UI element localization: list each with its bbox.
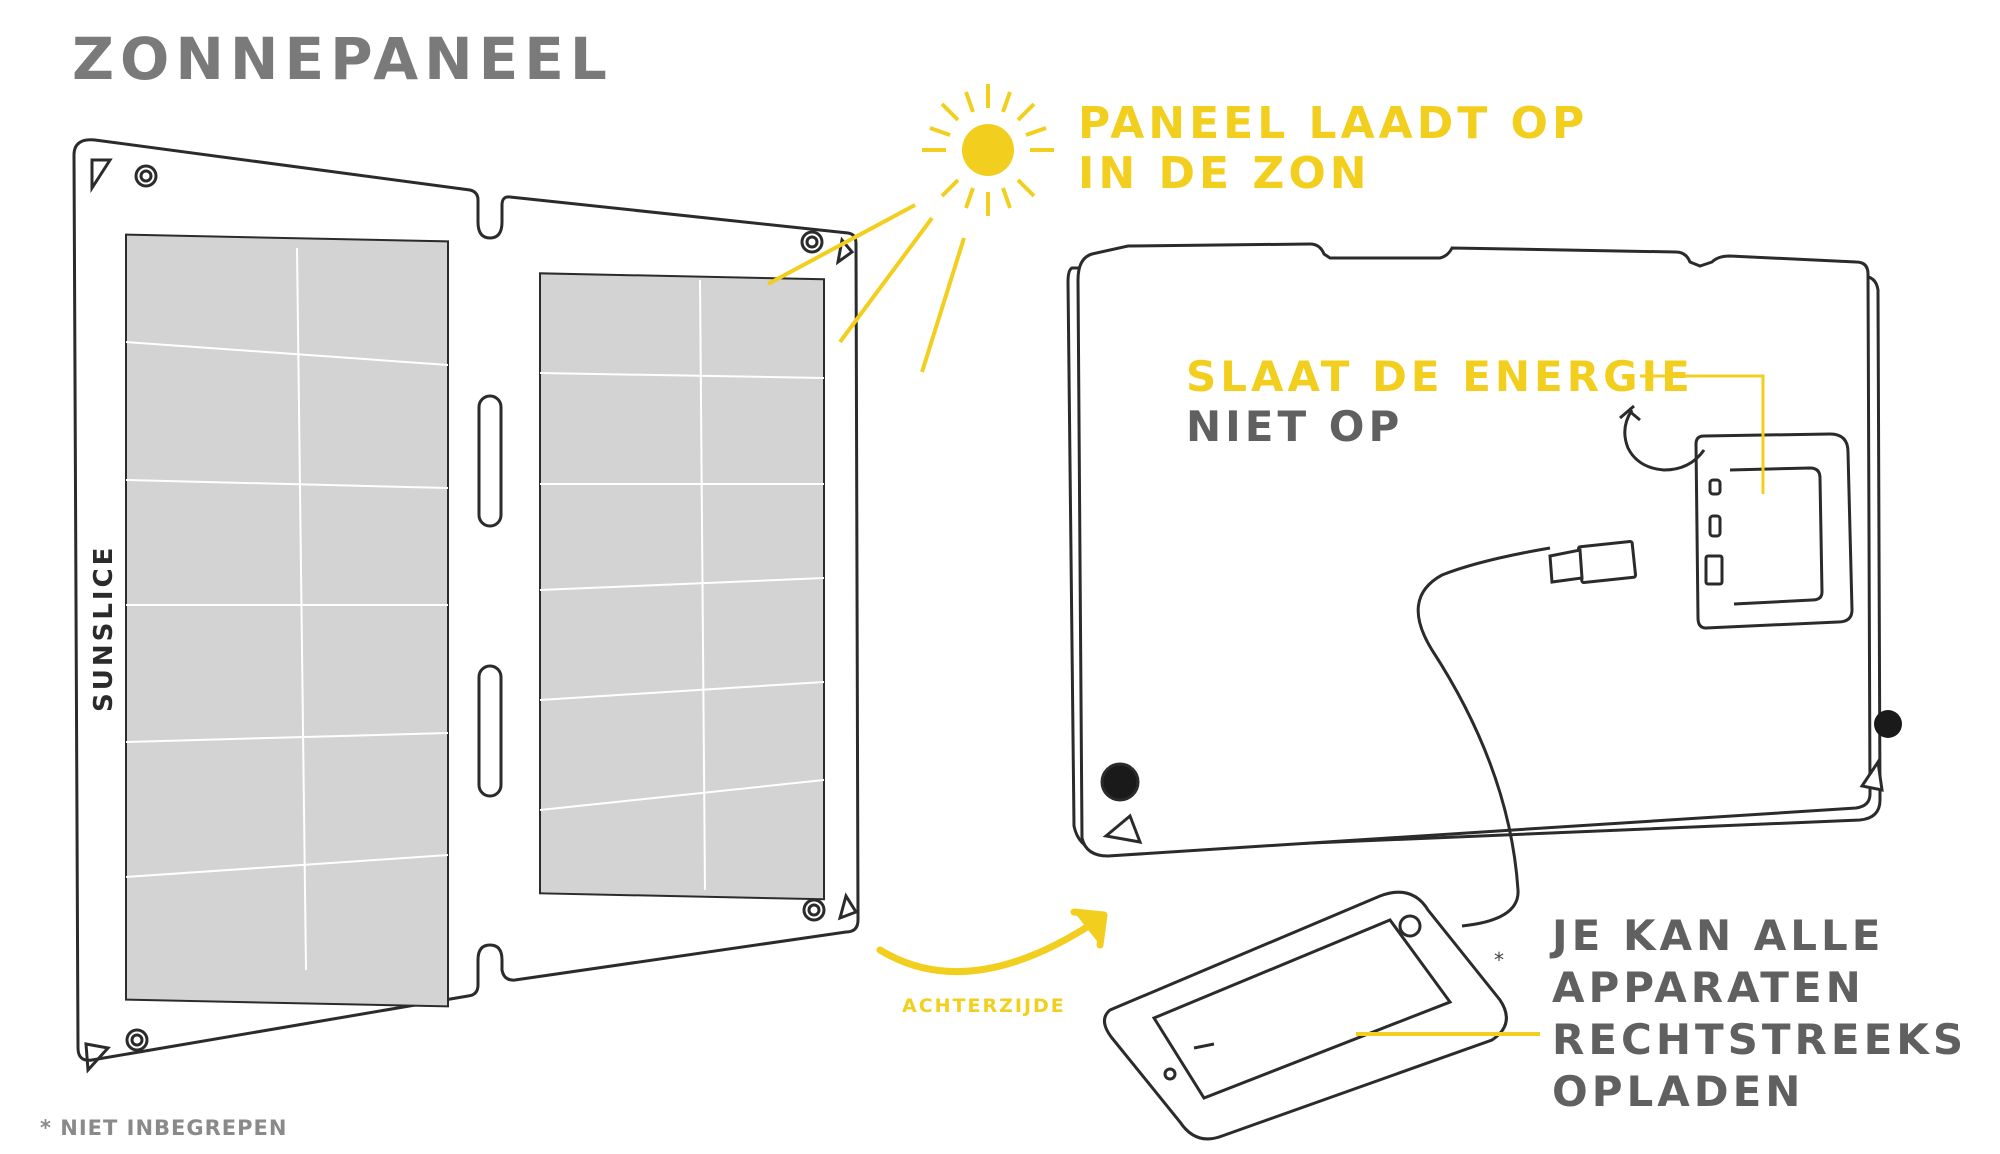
asterisk-marker: * xyxy=(1494,948,1504,972)
charging-callout-line-4: OPLADEN xyxy=(1552,1067,1805,1116)
flip-arrow xyxy=(876,908,1108,976)
panel-cells-right xyxy=(539,272,825,901)
storage-callout-line xyxy=(1640,374,1765,494)
usb-cable xyxy=(1416,539,1638,928)
charging-callout-line-3: RECHTSTREEKS xyxy=(1552,1015,1968,1064)
charging-callout-line-1: JE KAN ALLE xyxy=(1552,911,1885,960)
storage-callout-line-1: SLAAT DE ENERGIE xyxy=(1186,352,1694,401)
panel-cells-left xyxy=(125,233,449,1008)
back-side-label: ACHTERZIJDE xyxy=(902,995,1066,1017)
footnote: * NIET INBEGREPEN xyxy=(40,1116,288,1140)
solar-panel-back xyxy=(1066,242,1902,858)
storage-callout-line-2: NIET OP xyxy=(1186,402,1404,451)
sun-callout-line-1: PANEEL LAADT OP xyxy=(1078,98,1589,149)
charging-callout-line-2: APPARATEN xyxy=(1552,963,1865,1012)
sun-icon xyxy=(767,84,1054,373)
solar-panel-front xyxy=(72,138,860,1074)
sun-callout-line-2: IN DE ZON xyxy=(1078,148,1371,199)
brand-logo: SUNSLICE xyxy=(89,545,119,712)
phone-icon xyxy=(1103,890,1508,1141)
page-title: ZONNEPANEEL xyxy=(72,25,613,93)
